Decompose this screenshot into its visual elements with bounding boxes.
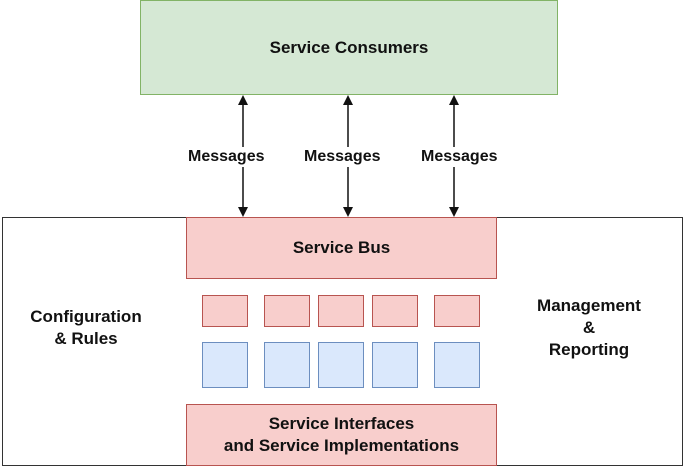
service-interfaces-box: Service Interfaces and Service Implement…: [186, 404, 497, 466]
service-consumers-label: Service Consumers: [269, 37, 429, 57]
configuration-rules-label: Configuration & Rules: [22, 306, 150, 350]
bus-adapter-3: [318, 295, 364, 327]
service-component-2: [264, 342, 310, 388]
management-reporting-label: Management & Reporting: [522, 295, 656, 361]
management-reporting-line-3: Reporting: [548, 340, 630, 359]
service-component-3: [318, 342, 364, 388]
management-reporting-line-1: Management: [537, 296, 641, 315]
bus-adapter-5: [434, 295, 480, 327]
bus-adapter-2: [264, 295, 310, 327]
management-reporting-line-2: &: [582, 318, 596, 337]
bus-adapter-1: [202, 295, 248, 327]
service-consumers-box: Service Consumers: [140, 0, 558, 95]
service-bus-box: Service Bus: [186, 217, 497, 279]
configuration-rules-line-2: & Rules: [54, 329, 118, 348]
messages-label-1: Messages: [186, 147, 267, 167]
service-component-1: [202, 342, 248, 388]
service-interfaces-line-2: and Service Implementations: [223, 436, 460, 455]
bus-adapter-4: [372, 295, 418, 327]
service-bus-label: Service Bus: [292, 238, 391, 257]
service-component-4: [372, 342, 418, 388]
service-component-5: [434, 342, 480, 388]
configuration-rules-line-1: Configuration: [30, 307, 142, 326]
messages-label-3: Messages: [419, 147, 500, 167]
messages-label-2: Messages: [302, 147, 383, 167]
service-interfaces-line-1: Service Interfaces: [268, 414, 415, 433]
